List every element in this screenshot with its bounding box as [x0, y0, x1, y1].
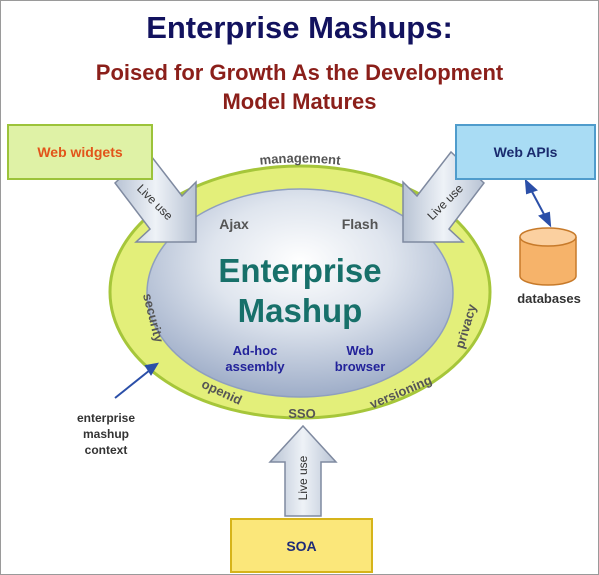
soa-box: SOA [230, 518, 373, 573]
tech-flash: Flash [341, 216, 379, 232]
context-pointer-arrow [114, 362, 159, 399]
arrow-label-soa: Live use [296, 455, 310, 500]
mashup-core [146, 188, 454, 398]
subtitle-line-2: Model Matures [222, 89, 377, 114]
web-widgets-box: Web widgets [7, 124, 153, 180]
database-icon [519, 227, 577, 286]
ring-label-sso: SSO [288, 406, 315, 421]
core-sub-browser: Web browser [334, 343, 386, 374]
apis-databases-link [524, 178, 552, 228]
ring-label-management: management [259, 150, 342, 167]
context-label: enterprise mashup context [76, 411, 136, 457]
arrow-soa-to-core [268, 424, 338, 517]
diagram-subtitle: Poised for Growth As the Development Mod… [0, 58, 599, 116]
core-title-line-1: Enterprise [218, 252, 382, 289]
tech-ajax: Ajax [219, 216, 249, 232]
diagram-title: Enterprise Mashups: [146, 10, 453, 45]
core-title-line-2: Mashup [237, 292, 363, 329]
databases-label: databases [517, 291, 581, 306]
web-apis-box: Web APIs [455, 124, 596, 180]
subtitle-line-1: Poised for Growth As the Development [95, 60, 504, 85]
core-sub-adhoc: Ad-hoc assembly [225, 343, 285, 374]
